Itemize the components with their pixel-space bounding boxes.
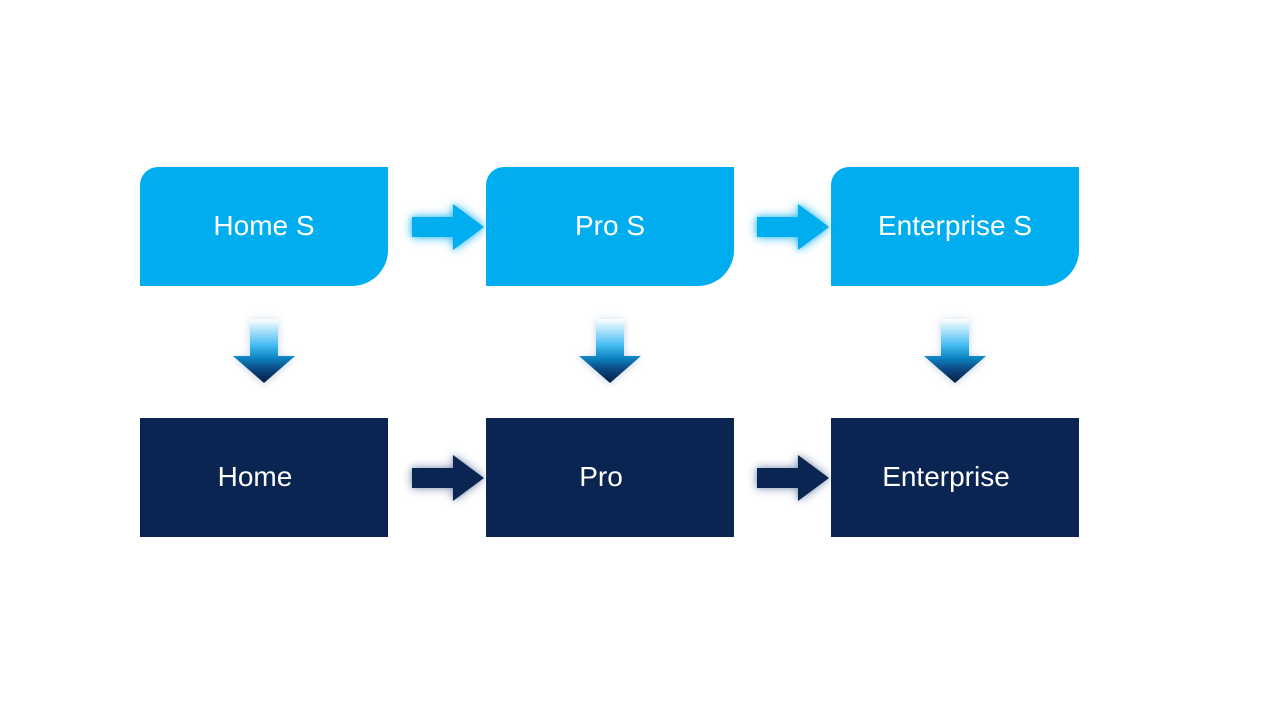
right-arrow-shape [412,204,484,250]
down-arrow-shape [579,319,641,383]
node-home-label: Home [217,461,293,493]
node-home-s-label: Home S [213,210,315,242]
right-arrow-icon-bottom-1 [412,455,484,501]
down-arrow-shape [924,319,986,383]
node-home-s: Home S [140,167,388,286]
right-arrow-shape [757,204,829,250]
right-arrow-icon-top-2 [757,204,829,250]
right-arrow-shape [757,455,829,501]
down-arrow-shape [233,319,295,383]
node-enterprise: Enterprise [831,418,1079,537]
right-arrow-icon-top-1 [412,204,484,250]
node-enterprise-label: Enterprise [882,461,1010,493]
down-arrow-icon-3 [924,319,986,383]
down-arrow-icon-2 [579,319,641,383]
node-pro-label: Pro [579,461,623,493]
node-enterprise-s-label: Enterprise S [877,210,1033,242]
down-arrow-icon-1 [233,319,295,383]
node-pro: Pro [486,418,734,537]
node-home: Home [140,418,388,537]
node-pro-s: Pro S [486,167,734,286]
node-enterprise-s: Enterprise S [831,167,1079,286]
right-arrow-shape [412,455,484,501]
node-pro-s-label: Pro S [574,210,646,242]
right-arrow-icon-bottom-2 [757,455,829,501]
